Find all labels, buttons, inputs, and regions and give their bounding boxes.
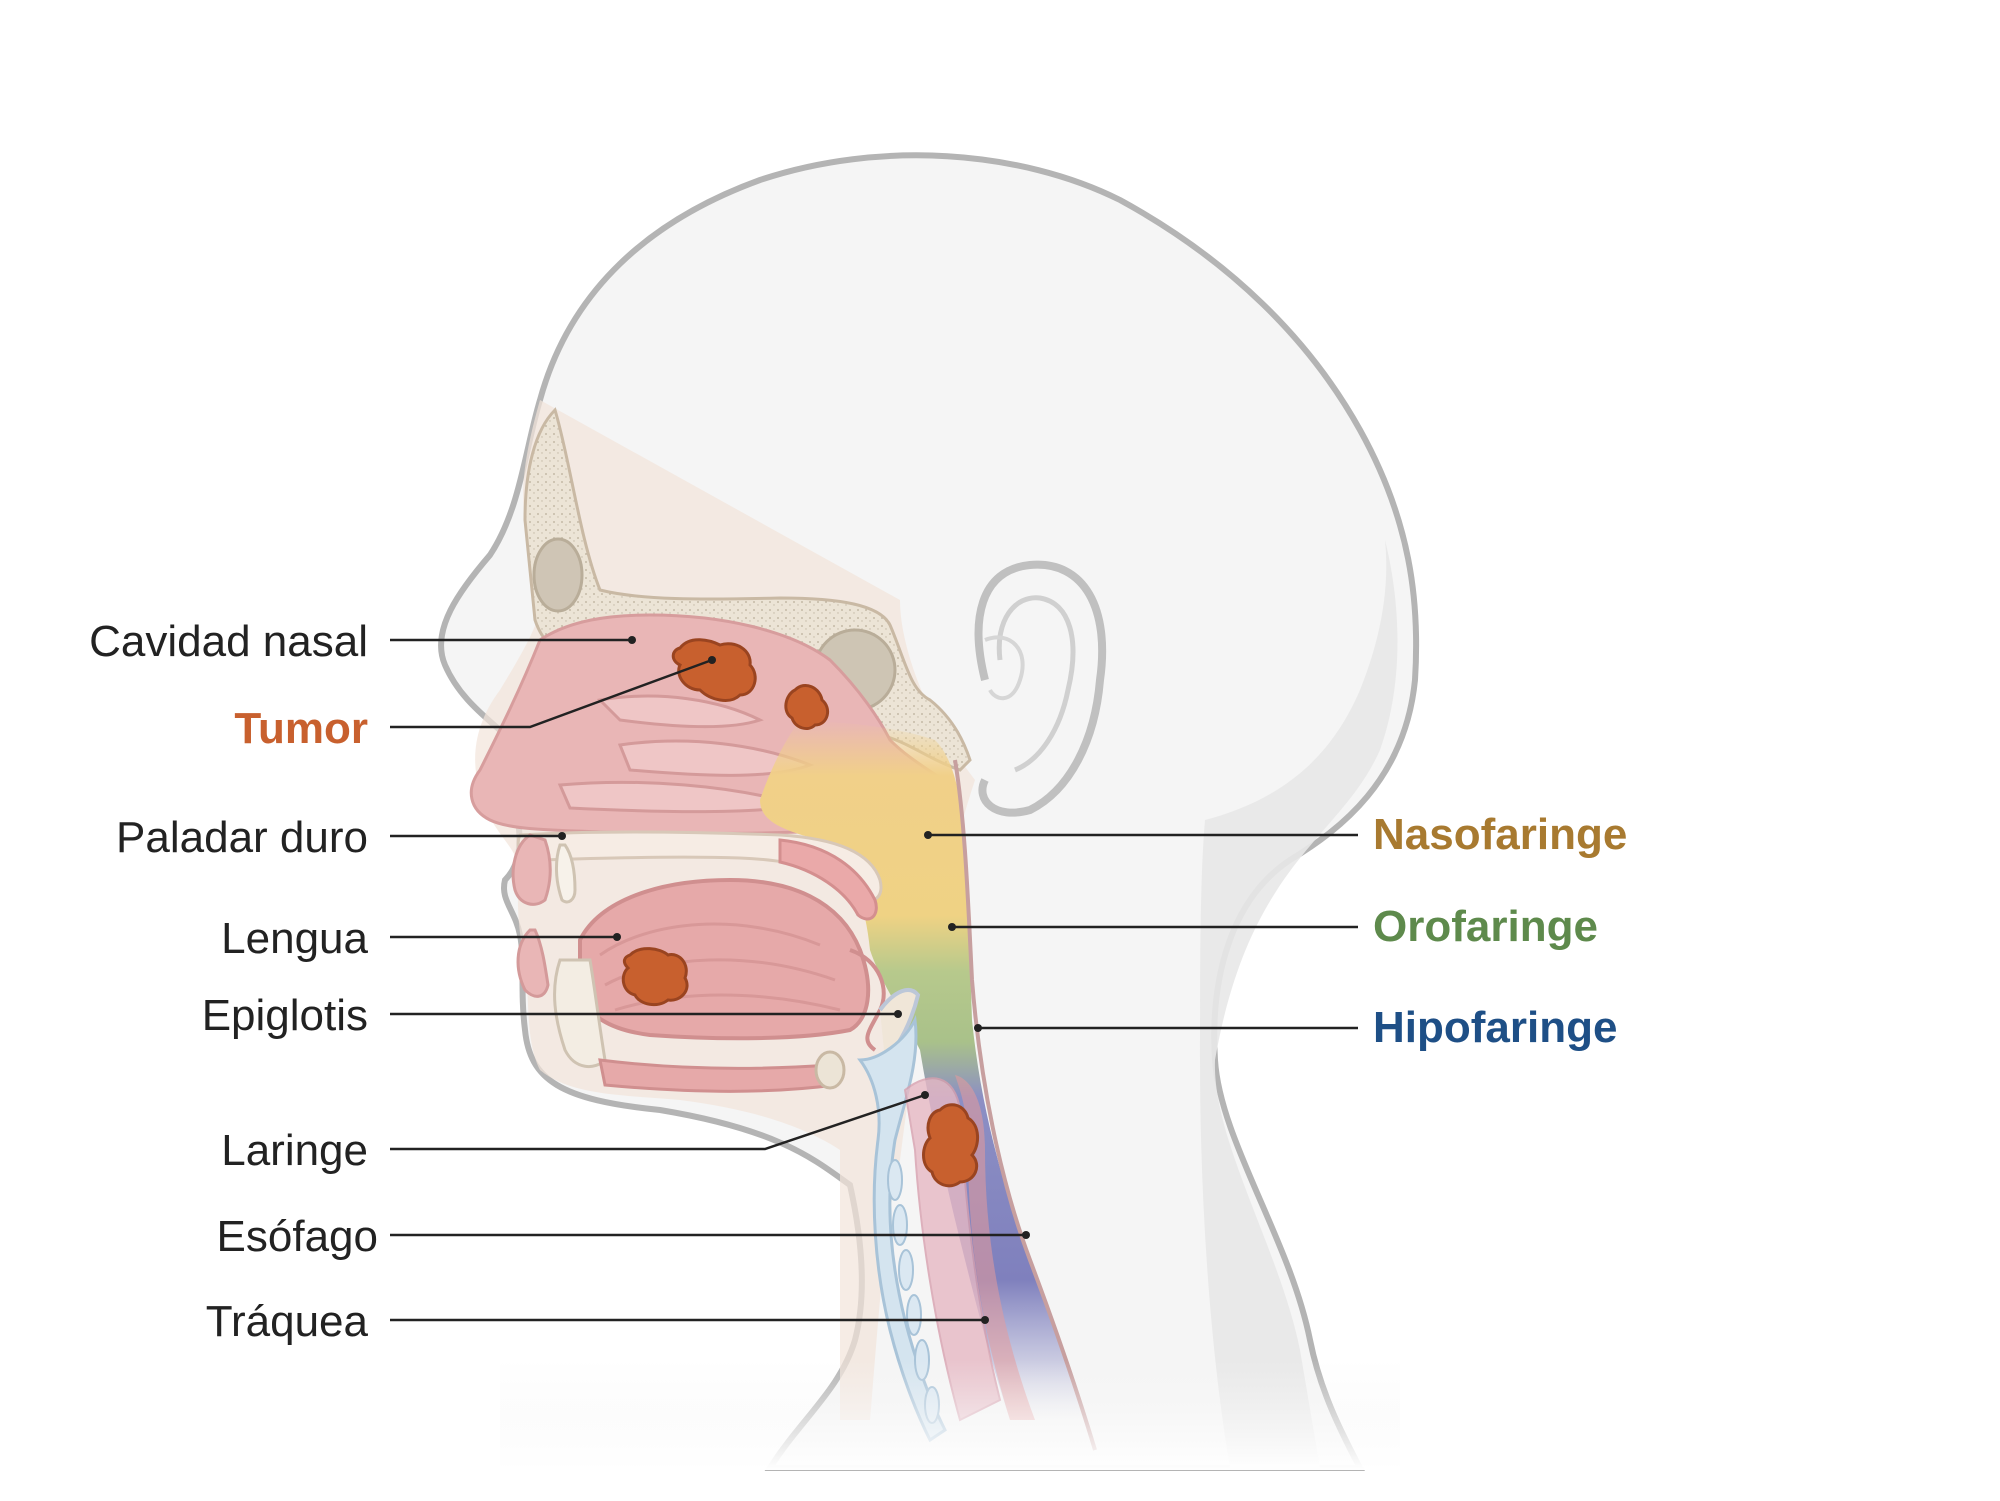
label-nasofaringe: Nasofaringe [1373,810,1628,859]
label-hipofaringe: Hipofaringe [1373,1003,1618,1052]
leader-lines-left [390,638,1026,1322]
leader-dots-left [558,636,1030,1324]
tumor-nasal-cavity [671,638,757,702]
leader-laringe [390,1093,926,1151]
label-cavidad-nasal: Cavidad nasal [89,617,368,666]
ear-inner [996,595,1076,773]
leader-tumor [390,658,713,729]
label-orofaringe: Orofaringe [1373,902,1598,951]
tongue-stripe-3 [614,993,841,1012]
label-esofago: Esófago [216,1212,378,1261]
tongue-stripe-1 [599,922,821,957]
ear [974,560,1107,817]
lower-lip [516,928,550,998]
upper-lip [511,833,552,906]
label-paladar-duro: Paladar duro [116,813,368,862]
bottom-fade [500,1360,1400,1470]
label-tumor: Tumor [234,704,368,753]
hyoid-bone [814,1050,846,1090]
neck-shading [1200,540,1398,1468]
tumor-tongue [621,947,689,1007]
upper-incisor [555,843,577,904]
ear-detail [984,635,1025,701]
soft-palate [778,838,878,921]
leader-lines-right [928,833,1358,1030]
label-lengua: Lengua [221,914,368,963]
turbinate-1 [596,694,764,729]
pharynx-region [760,720,1085,1420]
frontal-sinus [532,537,584,613]
label-laringe: Laringe [221,1126,368,1175]
label-traquea: Tráquea [205,1297,368,1346]
leader-dots-right [924,831,982,1032]
label-epiglotis: Epiglotis [201,991,368,1040]
tumor-hypopharynx [922,1103,979,1188]
tumor-nasopharynx [784,684,830,730]
